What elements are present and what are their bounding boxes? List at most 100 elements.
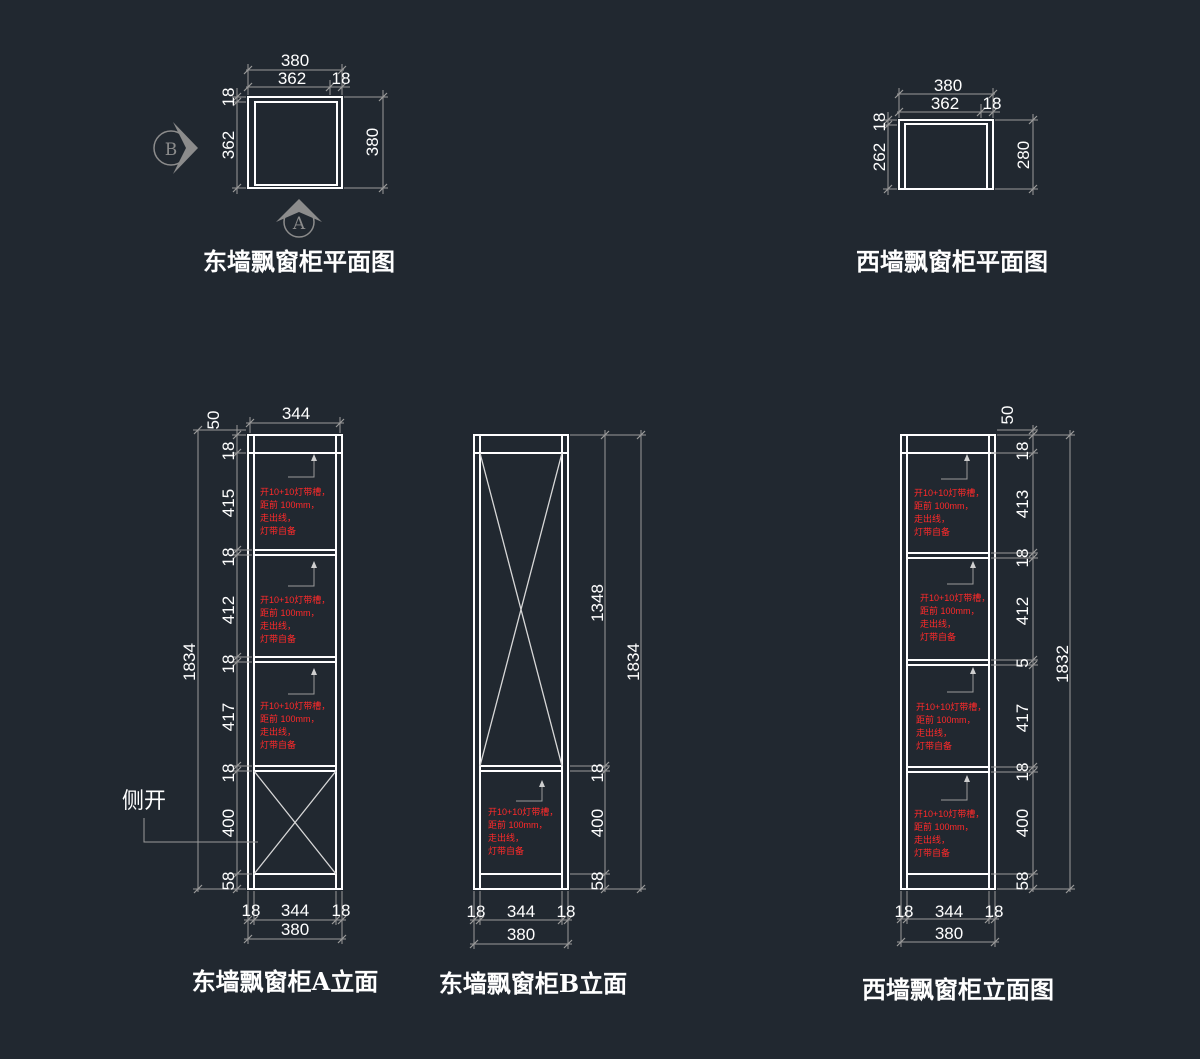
svg-text:走出线，: 走出线，: [260, 726, 296, 737]
west-side-dim-4: 5: [1013, 658, 1032, 667]
svg-text:开10+10灯带槽，: 开10+10灯带槽，: [260, 594, 330, 605]
east-a-shelf-2: [253, 656, 337, 663]
east-b-dim-total: 1834: [624, 643, 643, 681]
east-plan-dim-inner-w: 362: [278, 69, 306, 88]
east-plan-outer: [247, 96, 343, 189]
east-plan-dim-total-h: 380: [363, 128, 382, 156]
east-b-side-dim-1: 400: [588, 809, 607, 837]
west-note-4: 开10+10灯带槽， 距前 100mm， 走出线， 灯带自备: [914, 808, 984, 858]
west-bottom-mid: 344: [935, 902, 963, 921]
svg-text:开10+10灯带槽，: 开10+10灯带槽，: [914, 808, 984, 819]
east-a-side-dim-6: 18: [219, 764, 238, 783]
svg-text:走出线，: 走出线，: [914, 834, 950, 845]
east-a-note-1: 开10+10灯带槽， 距前 100mm， 走出线， 灯带自备: [260, 486, 330, 536]
east-plan-title: 东墙飘窗柜平面图: [203, 247, 395, 276]
svg-text:距前 100mm，: 距前 100mm，: [260, 713, 320, 724]
svg-text:走出线，: 走出线，: [916, 727, 952, 738]
east-b-shelf: [479, 765, 563, 772]
svg-text:距前 100mm，: 距前 100mm，: [916, 714, 976, 725]
east-a-plinth: [253, 873, 337, 890]
svg-text:灯带自备: 灯带自备: [920, 631, 956, 642]
east-plan: 380 362 18 18 362 380 B A 东墙飘窗柜平面图: [153, 51, 395, 276]
west-plan-outer: [898, 119, 994, 190]
east-b-bottom-mid: 344: [507, 902, 535, 921]
east-a-note-2: 开10+10灯带槽， 距前 100mm， 走出线， 灯带自备: [260, 594, 330, 644]
west-side-dim-2: 18: [1013, 549, 1032, 568]
svg-text:距前 100mm，: 距前 100mm，: [914, 500, 974, 511]
svg-text:开10+10灯带槽，: 开10+10灯带槽，: [920, 592, 990, 603]
east-a-shelf-1: [253, 549, 337, 556]
svg-text:走出线，: 走出线，: [260, 512, 296, 523]
east-b-elevation: 开10+10灯带槽， 距前 100mm， 走出线， 灯带自备 1348 18 4…: [439, 430, 646, 998]
east-a-note-3: 开10+10灯带槽， 距前 100mm， 走出线， 灯带自备: [260, 700, 330, 750]
west-bottom-total: 380: [935, 924, 963, 943]
east-a-elevation: 开10+10灯带槽， 距前 100mm， 走出线， 灯带自备 开10+10灯带槽…: [122, 404, 378, 996]
svg-text:走出线，: 走出线，: [914, 513, 950, 524]
view-marker-a-label: A: [292, 214, 306, 234]
east-a-bottom-total: 380: [281, 920, 309, 939]
west-elevation: 开10+10灯带槽， 距前 100mm， 走出线， 灯带自备 开10+10灯带槽…: [862, 406, 1075, 1004]
east-b-side-dim-2: 58: [588, 872, 607, 891]
svg-text:距前 100mm，: 距前 100mm，: [260, 607, 320, 618]
west-note-3: 开10+10灯带槽， 距前 100mm， 走出线， 灯带自备: [916, 701, 986, 751]
west-plan-dim-total-w: 380: [934, 76, 962, 95]
svg-text:灯带自备: 灯带自备: [260, 739, 296, 750]
east-plan-dim-total-w: 380: [281, 51, 309, 70]
west-plan-dim-inner-w: 362: [931, 94, 959, 113]
east-plan-dim-inner-h: 362: [219, 131, 238, 159]
east-a-side-open-label: 侧开: [122, 789, 166, 814]
svg-text:灯带自备: 灯带自备: [260, 525, 296, 536]
east-a-total-h: 1834: [180, 643, 199, 681]
west-plan-inner: [904, 123, 988, 190]
west-shelf-2: [906, 659, 990, 666]
west-top-offset: 50: [998, 406, 1017, 425]
west-bottom-left: 18: [895, 902, 914, 921]
west-bottom-right: 18: [985, 902, 1004, 921]
view-marker-a: A: [276, 199, 322, 238]
east-a-side-dim-0: 18: [219, 442, 238, 461]
west-plan-title: 西墙飘窗柜平面图: [856, 247, 1048, 276]
east-a-shelf-3: [253, 765, 337, 772]
west-shelf-3: [906, 766, 990, 773]
east-b-side-dim-0: 18: [588, 764, 607, 783]
east-a-top-offset: 50: [204, 411, 223, 430]
west-side-dim-5: 417: [1013, 704, 1032, 732]
svg-text:灯带自备: 灯带自备: [260, 633, 296, 644]
west-shelf-1: [906, 552, 990, 559]
svg-text:开10+10灯带槽，: 开10+10灯带槽，: [260, 700, 330, 711]
west-total-h: 1832: [1053, 645, 1072, 683]
svg-text:灯带自备: 灯带自备: [914, 847, 950, 858]
west-plan: 380 362 18 18 262 280 西墙飘窗柜平面图: [856, 76, 1048, 276]
west-side-dim-7: 400: [1013, 809, 1032, 837]
east-a-side-dim-4: 18: [219, 655, 238, 674]
view-marker-b: B: [153, 122, 198, 174]
east-b-title: 东墙飘窗柜B立面: [439, 969, 627, 998]
east-b-note: 开10+10灯带槽， 距前 100mm， 走出线， 灯带自备: [488, 806, 558, 856]
east-plan-dim-side-w: 18: [332, 69, 351, 88]
svg-text:距前 100mm，: 距前 100mm，: [920, 605, 980, 616]
east-a-side-dim-8: 58: [219, 872, 238, 891]
svg-text:灯带自备: 灯带自备: [914, 526, 950, 537]
svg-text:距前 100mm，: 距前 100mm，: [488, 819, 548, 830]
east-a-top-dim: 344: [282, 404, 310, 423]
svg-text:灯带自备: 灯带自备: [488, 845, 524, 856]
svg-text:开10+10灯带槽，: 开10+10灯带槽，: [488, 806, 558, 817]
svg-text:开10+10灯带槽，: 开10+10灯带槽，: [260, 486, 330, 497]
west-note-2: 开10+10灯带槽， 距前 100mm， 走出线， 灯带自备: [920, 592, 990, 642]
east-a-side-dim-1: 415: [219, 489, 238, 517]
west-title: 西墙飘窗柜立面图: [862, 975, 1054, 1004]
east-a-side-dim-2: 18: [219, 548, 238, 567]
view-marker-b-label: B: [165, 140, 178, 160]
east-a-side-dim-7: 400: [219, 809, 238, 837]
west-plan-dim-side-w: 18: [983, 94, 1002, 113]
svg-text:走出线，: 走出线，: [260, 620, 296, 631]
east-a-side-dim-5: 417: [219, 703, 238, 731]
west-side-dim-8: 58: [1013, 872, 1032, 891]
east-plan-dim-top: 18: [219, 88, 238, 107]
east-a-bottom-left: 18: [242, 901, 261, 920]
west-plan-dim-inner-h: 262: [870, 143, 889, 171]
east-b-dim-upper: 1348: [588, 584, 607, 622]
svg-text:距前 100mm，: 距前 100mm，: [260, 499, 320, 510]
west-plan-dim-top: 18: [870, 113, 889, 132]
